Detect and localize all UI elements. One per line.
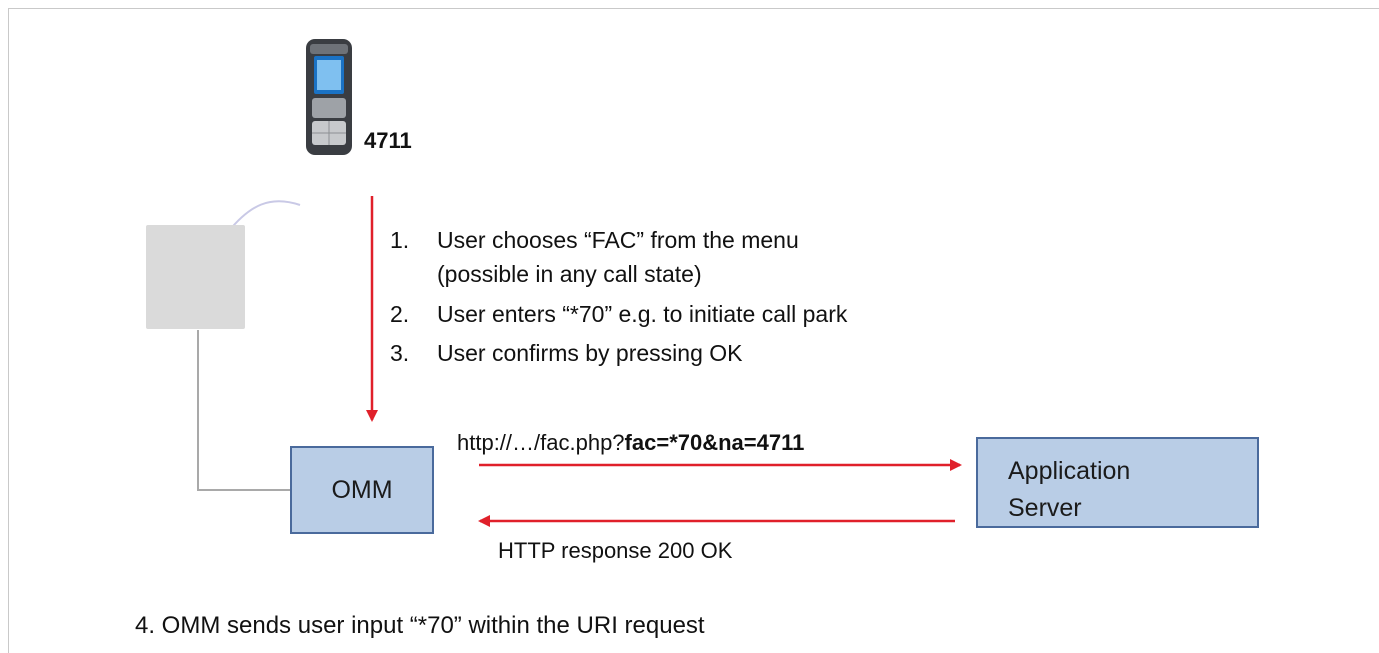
request-url: http://…/fac.php?fac=*70&na=4711 bbox=[457, 430, 804, 456]
base-station-wire bbox=[197, 330, 290, 491]
step-3-text: User confirms by pressing OK bbox=[437, 340, 743, 366]
step-2-number: 2. bbox=[390, 301, 410, 327]
omm-box: OMM bbox=[290, 446, 434, 534]
application-server-box: Application Server bbox=[976, 437, 1259, 528]
app-server-line2: Server bbox=[1008, 494, 1082, 522]
dect-handset-icon bbox=[306, 39, 352, 155]
response-label: HTTP response 200 OK bbox=[498, 538, 733, 563]
diagram-frame bbox=[8, 8, 1379, 653]
request-url-prefix: http://…/fac.php? bbox=[457, 430, 625, 455]
step-1-text-cont: (possible in any call state) bbox=[437, 261, 702, 287]
step-1-text: User chooses “FAC” from the menu bbox=[437, 227, 799, 253]
base-station-icon bbox=[146, 225, 245, 329]
app-server-line1: Application bbox=[1008, 457, 1131, 485]
step-3-number: 3. bbox=[390, 340, 410, 366]
step-1-number: 1. bbox=[390, 227, 410, 253]
antenna-cable bbox=[227, 200, 301, 233]
handset-number: 4711 bbox=[364, 128, 412, 153]
footer-note: 4. OMM sends user input “*70” within the… bbox=[135, 612, 705, 639]
request-url-params: fac=*70&na=4711 bbox=[624, 430, 805, 455]
step-2-text: User enters “*70” e.g. to initiate call … bbox=[437, 301, 848, 327]
omm-label: OMM bbox=[331, 475, 393, 504]
